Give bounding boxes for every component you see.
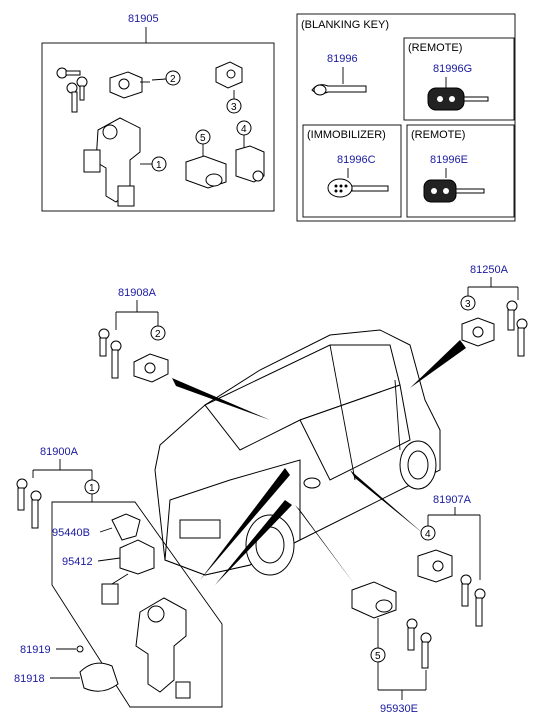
pointer-door-lock [172, 378, 270, 420]
part-number-81900a[interactable]: 81900A [40, 446, 79, 458]
immobilizer-frame [302, 124, 402, 218]
remote-key-frame-2 [406, 124, 515, 218]
immobilizer-label: (IMMOBILIZER) [307, 129, 386, 141]
key-types-frame [296, 13, 516, 222]
trunk-cylinder-icon-b [351, 581, 397, 619]
callout-4-circle-b [420, 525, 436, 541]
lock-set-81250a-group: 81250A 3 [460, 264, 528, 357]
key-pair-icon-b [98, 328, 122, 379]
door-lock-icon [235, 145, 265, 183]
ignition-module-icon [101, 539, 155, 605]
bracket-icon [79, 662, 119, 692]
door-lock-cylinder-icon [109, 71, 150, 99]
remote-key-icon-2 [423, 179, 485, 203]
callout-4: 4 [241, 124, 247, 135]
door-lock-icon-b [417, 549, 453, 583]
pointer-trunk [295, 505, 355, 585]
pointer-tailgate [410, 340, 466, 388]
key-pair-icon-f [406, 618, 432, 669]
pointer-ignition [200, 468, 290, 580]
key-pair-icon-c [506, 300, 528, 357]
callout-1: 1 [156, 160, 162, 171]
trunk-cylinder-95930e-group: 5 95930E [351, 581, 432, 715]
lock-set-81908a-group: 81908A 2 [98, 287, 169, 383]
key-pair-icon-d [16, 478, 42, 529]
callout-4-b: 4 [425, 529, 431, 540]
part-number-81918[interactable]: 81918 [14, 673, 45, 685]
remote-label-1: (REMOTE) [408, 42, 462, 54]
part-number-81996g[interactable]: 81996G [433, 63, 472, 75]
trunk-cylinder-icon [185, 155, 227, 189]
callout-2-circle-b [150, 325, 166, 341]
lock-set-81907a-group: 81907A 4 [417, 494, 486, 627]
part-number-81907a[interactable]: 81907A [433, 494, 472, 506]
ignition-switch-assembly-icon [83, 117, 141, 207]
tailgate-lock-icon-b [461, 317, 495, 347]
immobilizer-key-icon [327, 178, 389, 198]
part-number-81250a[interactable]: 81250A [470, 264, 509, 276]
part-number-95930e[interactable]: 95930E [380, 703, 418, 715]
callout-2-b: 2 [155, 329, 161, 340]
callout-1-b: 1 [89, 483, 95, 494]
part-number-95412[interactable]: 95412 [62, 556, 93, 568]
part-number-81996e[interactable]: 81996E [430, 154, 468, 166]
part-number-95440b[interactable]: 95440B [52, 527, 90, 539]
steering-lock-body-icon [135, 597, 191, 699]
part-number-81996c[interactable]: 81996C [337, 154, 376, 166]
part-number-81905[interactable]: 81905 [128, 13, 159, 25]
callout-2: 2 [170, 74, 176, 85]
tailgate-lock-icon [215, 61, 243, 89]
car-illustration [154, 329, 441, 576]
callout-3: 3 [231, 102, 237, 113]
key-types-panel: (BLANKING KEY) 81996 (REMOTE) 81996G (IM… [296, 13, 516, 222]
callout-5: 5 [200, 133, 206, 144]
immobilizer-coil-icon [111, 513, 141, 541]
blanking-key-label: (BLANKING KEY) [301, 19, 389, 31]
remote-label-2: (REMOTE) [411, 129, 465, 141]
screw-icon [76, 645, 84, 653]
part-number-81908a[interactable]: 81908A [118, 287, 157, 299]
part-number-81996[interactable]: 81996 [327, 53, 358, 65]
lock-set-81900a-group: 81900A 1 95440B 95412 81919 8 [14, 446, 223, 708]
callout-5-b: 5 [375, 651, 381, 662]
door-lock-cylinder-icon-b [133, 353, 169, 383]
callout-3-circle-b [460, 295, 476, 311]
pointer-ignition-2 [215, 500, 292, 585]
callout-3-circle [226, 98, 242, 114]
key-pair-icon [56, 67, 88, 113]
remote-key-icon-1 [427, 87, 489, 111]
kit-81905-group: 81905 2 3 [41, 13, 275, 212]
kit-81905-frame [41, 42, 275, 212]
callout-1-circle [151, 156, 167, 172]
remote-key-frame-1 [403, 37, 515, 121]
pointer-door-right [350, 470, 425, 535]
callout-2-circle [165, 70, 181, 86]
callout-3-b: 3 [465, 299, 471, 310]
part-number-81919[interactable]: 81919 [20, 644, 51, 656]
ignition-frame [51, 501, 223, 708]
blanking-key-icon [311, 84, 367, 96]
key-pair-icon-e [460, 574, 486, 627]
